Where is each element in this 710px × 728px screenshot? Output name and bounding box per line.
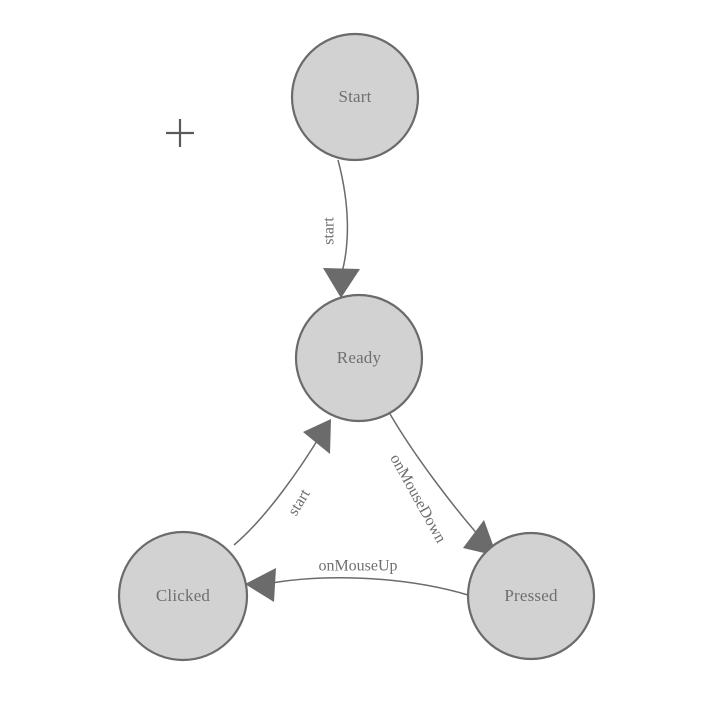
node-circle: [117, 530, 249, 662]
edge-path: [233, 430, 324, 546]
edge-path: [337, 159, 349, 277]
edge-label-on-mouse-up: onMouseUp: [318, 558, 397, 575]
edge-path: [265, 577, 469, 596]
edge-label-on-mouse-down: onMouseDown: [386, 451, 449, 546]
edge-start-to-ready[interactable]: start: [321, 159, 360, 298]
edge-ready-to-pressed[interactable]: onMouseDown: [386, 413, 497, 556]
arrowhead-into-ready-top: [323, 268, 360, 298]
node-start[interactable]: Start: [290, 32, 420, 162]
edge-clicked-to-ready[interactable]: start: [233, 419, 331, 546]
edge-pressed-to-clicked[interactable]: onMouseUp: [245, 558, 469, 602]
node-pressed[interactable]: Pressed: [466, 531, 596, 661]
node-label-ready: Ready: [337, 348, 382, 367]
edge-label-start-bottom: start: [285, 486, 314, 519]
arrowhead-into-clicked: [245, 568, 276, 602]
node-circle: [466, 531, 596, 661]
arrowhead-into-ready-bottom: [303, 419, 331, 454]
arrowhead-into-pressed: [463, 520, 497, 556]
node-label-start: Start: [338, 87, 371, 106]
node-circle: [294, 293, 424, 423]
crosshair-marker[interactable]: [166, 119, 194, 147]
node-label-pressed: Pressed: [504, 586, 558, 605]
node-ready[interactable]: Ready: [294, 293, 424, 423]
node-clicked[interactable]: Clicked: [117, 530, 249, 662]
node-circle: [290, 32, 420, 162]
node-label-clicked: Clicked: [156, 586, 211, 605]
edge-label-start-top: start: [321, 217, 338, 245]
